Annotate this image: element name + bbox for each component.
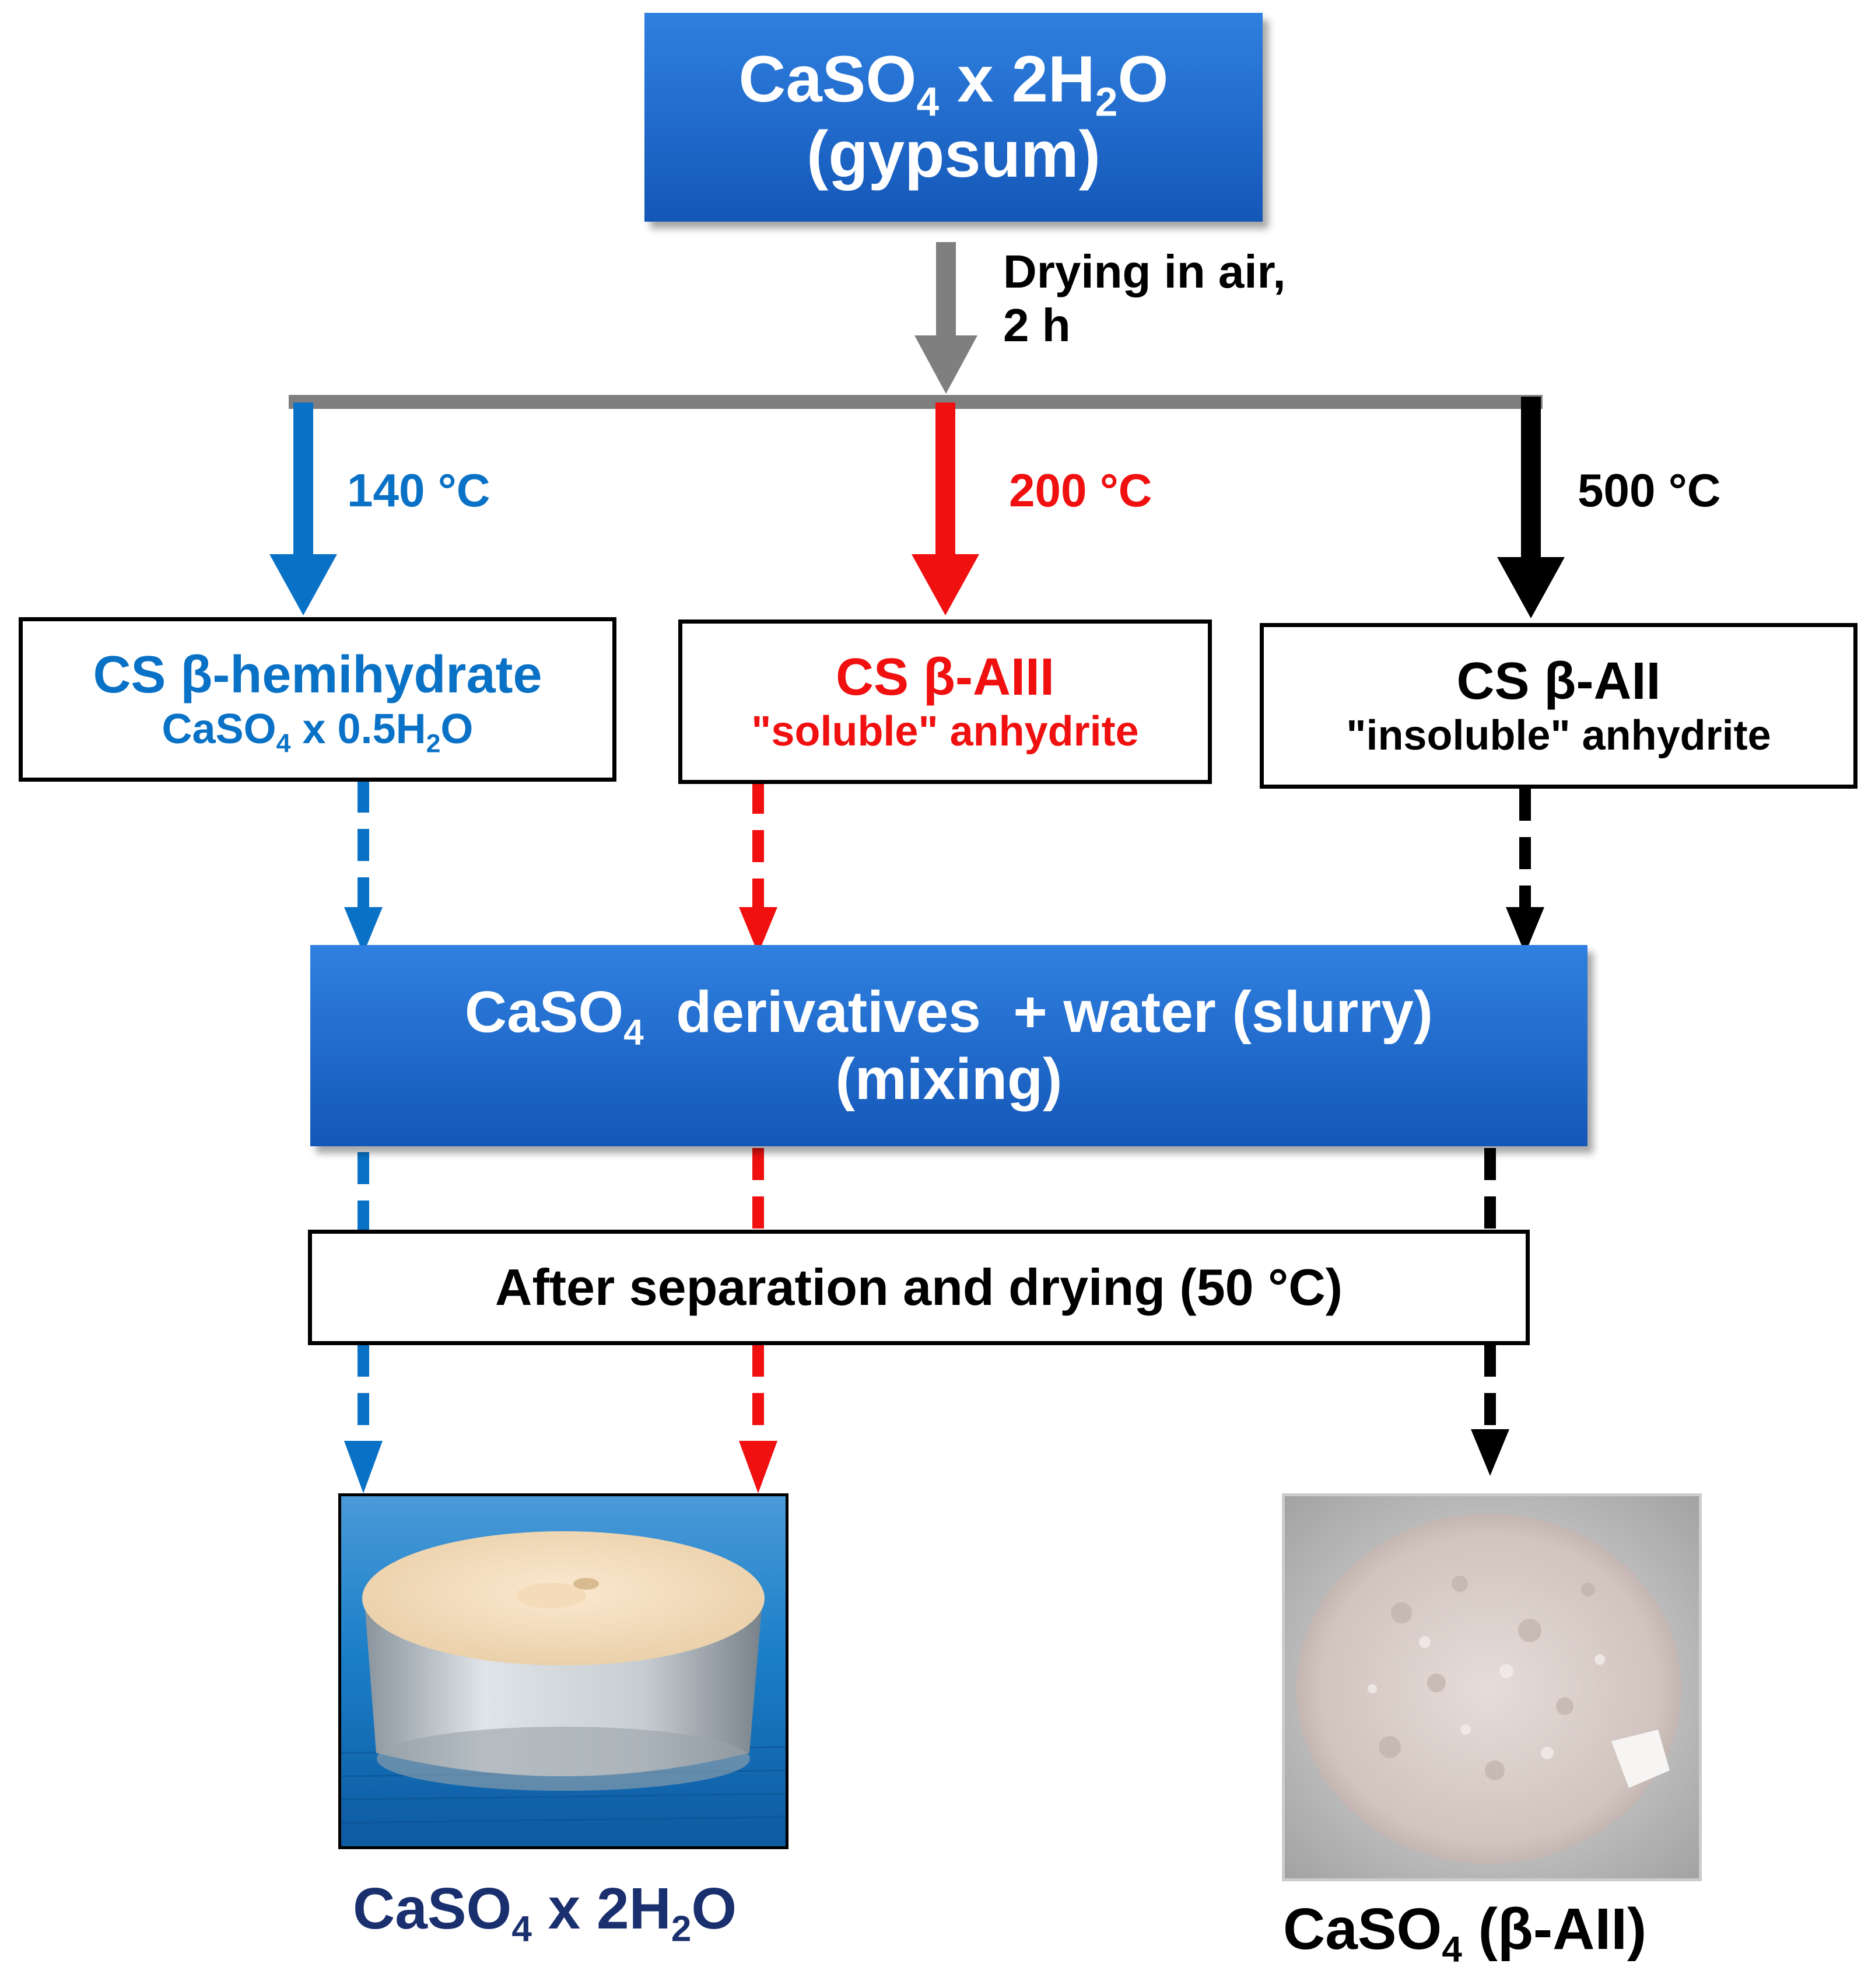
aii-powder-photo (1282, 1493, 1702, 1881)
branch-bar (289, 395, 1543, 409)
drying-label: Drying in air, 2 h (1003, 245, 1286, 352)
drying-line-1: Drying in air, (1003, 246, 1286, 298)
product-aii-label: CaSO4 (β-AII) (1283, 1896, 1647, 1970)
blue-dashed-head-1 (344, 907, 383, 954)
gray-arrow-head (914, 335, 977, 394)
temp-label-140: 140 °C (347, 464, 490, 516)
red-dashed-head-3 (739, 1441, 777, 1493)
gypsum-cast-image (341, 1496, 786, 1846)
separation-box: After separation and drying (50 °C) (308, 1230, 1530, 1345)
hemihydrate-box: CS β-hemihydrate CaSO4 x 0.5H2O (19, 617, 616, 782)
mixing-box: CaSO4 derivatives + water (slurry) (mixi… (310, 945, 1587, 1146)
gypsum-formula: CaSO4 x 2H2O (738, 43, 1169, 125)
blue-arrow-shaft (293, 402, 313, 560)
black-dashed-head-1 (1506, 907, 1544, 954)
gypsum-name: (gypsum) (807, 118, 1101, 191)
separation-text: After separation and drying (50 °C) (495, 1258, 1343, 1317)
aiii-box: CS β-AIII "soluble" anhydrite (678, 620, 1212, 784)
drying-line-2: 2 h (1003, 299, 1071, 351)
aiii-subtitle: "soluble" anhydrite (751, 708, 1139, 755)
mixing-line-1: CaSO4 derivatives + water (slurry) (464, 979, 1434, 1053)
hemihydrate-title: CS β-hemihydrate (93, 645, 542, 704)
aii-subtitle: "insoluble" anhydrite (1346, 712, 1771, 760)
aiii-title: CS β-AIII (836, 648, 1054, 706)
gypsum-cast-photo (338, 1493, 788, 1849)
red-dashed-head-1 (739, 907, 777, 954)
aii-box: CS β-AII "insoluble" anhydrite (1260, 623, 1858, 789)
temp-label-200: 200 °C (1009, 464, 1152, 516)
aii-title: CS β-AII (1456, 652, 1661, 710)
black-arrow-shaft (1521, 397, 1541, 563)
product-gypsum-label: CaSO4 x 2H2O (353, 1876, 737, 1950)
blue-arrow-head (269, 554, 337, 615)
hemihydrate-formula: CaSO4 x 0.5H2O (162, 706, 474, 758)
red-arrow-shaft (935, 402, 955, 560)
black-arrow-head (1497, 557, 1565, 618)
aii-powder-image (1285, 1496, 1699, 1878)
gray-arrow-shaft (936, 242, 956, 347)
temp-label-500: 500 °C (1578, 464, 1721, 516)
black-dashed-head-3 (1471, 1429, 1509, 1476)
mixing-line-2: (mixing) (835, 1046, 1063, 1112)
red-arrow-head (912, 554, 979, 615)
gypsum-box: CaSO4 x 2H2O (gypsum) (644, 13, 1263, 222)
blue-dashed-head-3 (344, 1441, 383, 1493)
